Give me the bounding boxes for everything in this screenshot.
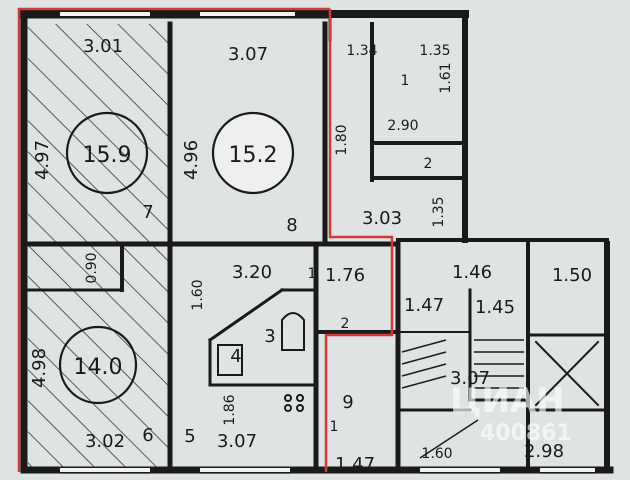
apartment-highlight bbox=[17, 7, 394, 472]
room-area-159: 15.9 bbox=[83, 143, 132, 168]
dim-135-top: 1.35 bbox=[419, 43, 450, 59]
area-circle-140 bbox=[58, 325, 138, 405]
length-label-140: 4.98 bbox=[29, 348, 50, 388]
dim-146: 1.46 bbox=[452, 262, 492, 283]
dim-147-top: 1.47 bbox=[404, 295, 444, 316]
room-number-8: 8 bbox=[286, 215, 297, 236]
stairs bbox=[401, 339, 524, 459]
mark-3: 3 bbox=[264, 326, 275, 347]
length-label-159: 4.97 bbox=[32, 140, 53, 180]
area-circle-152 bbox=[211, 111, 295, 195]
nook-label: 0.90 bbox=[84, 252, 100, 283]
dim-320: 3.20 bbox=[232, 262, 272, 283]
length-label-152: 4.96 bbox=[181, 140, 202, 180]
room-hatch-top-left bbox=[28, 24, 170, 244]
dim-145: 1.45 bbox=[475, 297, 515, 318]
mark-5: 5 bbox=[184, 426, 195, 447]
mark-1-small: 1 bbox=[330, 419, 339, 435]
width-label-152: 3.07 bbox=[228, 44, 268, 65]
watermark-code: 400861 bbox=[480, 421, 572, 446]
dim-307-bottom: 3.07 bbox=[217, 431, 257, 452]
mark-2-corridor: 2 bbox=[341, 316, 350, 332]
window-frames bbox=[60, 10, 595, 474]
room-hatch-bottom-left bbox=[28, 244, 170, 468]
dim-290: 2.90 bbox=[387, 118, 418, 134]
room-area-140: 14.0 bbox=[74, 355, 123, 380]
mark-2-top: 2 bbox=[424, 156, 433, 172]
mark-1-top: 1 bbox=[401, 73, 410, 89]
dim-186: 1.86 bbox=[222, 394, 238, 425]
room-number-7: 7 bbox=[142, 202, 153, 223]
dim-180: 1.80 bbox=[334, 124, 350, 155]
room-area-152: 15.2 bbox=[229, 143, 278, 168]
dim-160-bottom: 1.60 bbox=[421, 446, 452, 462]
room-number-6: 6 bbox=[142, 425, 153, 446]
dim-135-right: 1.35 bbox=[431, 196, 447, 227]
bath-fixtures bbox=[217, 312, 305, 412]
watermark-brand: ЦИАН bbox=[450, 381, 565, 421]
dim-303: 3.03 bbox=[362, 208, 402, 229]
dim-298: 2.98 bbox=[524, 441, 564, 462]
dim-307-stairs: 3.07 bbox=[450, 368, 490, 389]
mark-4: 4 bbox=[230, 346, 241, 367]
width-label-140: 3.02 bbox=[85, 431, 125, 452]
mark-9: 9 bbox=[342, 392, 353, 413]
dim-160-left: 1.60 bbox=[190, 279, 206, 310]
width-label-159: 3.01 bbox=[83, 36, 123, 57]
dim-161: 1.61 bbox=[438, 62, 454, 93]
windows bbox=[60, 12, 595, 472]
mark-1-corridor: 1 bbox=[308, 266, 317, 282]
area-circle-159 bbox=[65, 111, 149, 195]
dim-150: 1.50 bbox=[552, 265, 592, 286]
dim-134: 1.34 bbox=[346, 43, 377, 59]
dim-147-bottom: 1.47 bbox=[335, 454, 375, 475]
dim-176: 1.76 bbox=[325, 265, 365, 286]
